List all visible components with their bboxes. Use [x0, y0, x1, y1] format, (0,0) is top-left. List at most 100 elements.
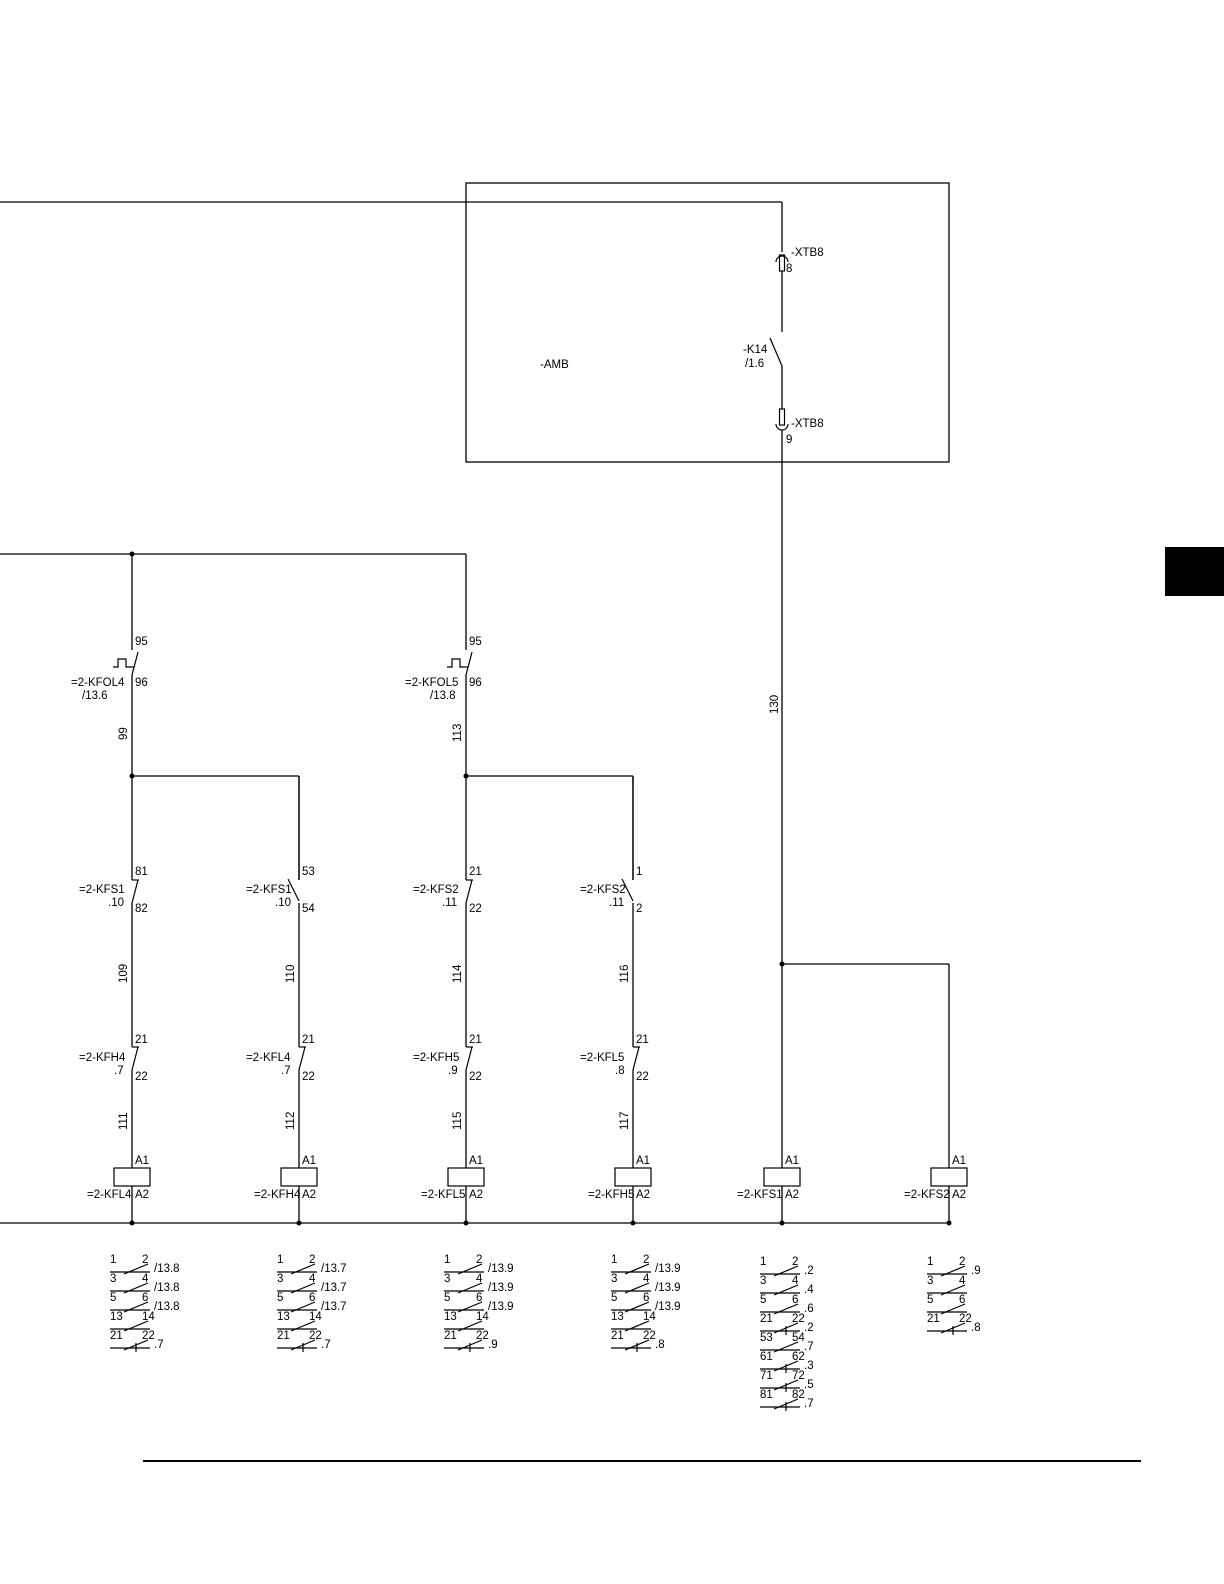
mid-contact-t2: 82 — [135, 903, 148, 915]
xref-blade — [123, 1263, 149, 1275]
xref-term-a: 5 — [444, 1292, 450, 1304]
coil-a1: A1 — [785, 1155, 799, 1167]
xref-term-a: 21 — [611, 1330, 624, 1342]
xref-ref: .7 — [804, 1341, 814, 1353]
coil-a1: A1 — [952, 1155, 966, 1167]
xref-blade — [457, 1263, 483, 1275]
coil-a1: A1 — [302, 1155, 316, 1167]
xref-ref: .6 — [804, 1303, 814, 1315]
k14-ref: /1.6 — [745, 358, 764, 370]
kfol5-contact — [465, 651, 473, 676]
coil-body — [930, 1167, 968, 1187]
xref-ref: .9 — [488, 1339, 498, 1351]
kfol5-thermal-symbol — [447, 658, 468, 668]
xref-blade — [773, 1303, 799, 1315]
coil-a2: A2 — [302, 1189, 316, 1201]
xref-term-a: 71 — [760, 1370, 773, 1382]
coil-body — [280, 1167, 318, 1187]
xref-term-b: 22 — [142, 1330, 155, 1342]
mid-contact-label: =2-KFS2 — [413, 884, 459, 896]
amb-panel: -AMB -XTB8 8 -K14 /1.6 -XTB8 9 — [0, 182, 950, 463]
xref-term-b: 2 — [792, 1256, 798, 1268]
xref-term-b: 14 — [309, 1311, 322, 1323]
low-contact-t2: 22 — [302, 1071, 315, 1083]
xref-term-b: 4 — [643, 1273, 650, 1285]
xref-term-b: 14 — [476, 1311, 489, 1323]
wire-113-label: 113 — [452, 724, 464, 742]
mid-contact-t1: 53 — [302, 866, 315, 878]
xref-term-b: 6 — [643, 1292, 649, 1304]
coil-a1: A1 — [469, 1155, 483, 1167]
kfol4-contact — [131, 651, 139, 676]
coil-a2: A2 — [636, 1189, 650, 1201]
low-contact-label: =2-KFL4 — [246, 1052, 291, 1064]
kfol4-t1: 95 — [135, 636, 148, 648]
xref-blade — [457, 1320, 483, 1332]
xref-term-b: 6 — [959, 1294, 965, 1306]
mid-contact-blade — [465, 879, 473, 904]
xtb8-top-label: -XTB8 — [791, 247, 824, 259]
xref-term-a: 13 — [110, 1311, 123, 1323]
xref-blade — [290, 1320, 316, 1332]
low-contact-t1: 21 — [636, 1034, 649, 1046]
low-contact-blade — [131, 1046, 139, 1071]
xref-ref: /13.8 — [154, 1301, 180, 1313]
low-contact-t1: 21 — [302, 1034, 315, 1046]
coil-body — [113, 1167, 151, 1187]
xref-term-b: 72 — [792, 1370, 805, 1382]
xref-ref: .8 — [655, 1339, 665, 1351]
coil-body — [763, 1167, 801, 1187]
xref-ref: .7 — [804, 1398, 814, 1410]
xref-ref: .9 — [971, 1265, 981, 1277]
xref-term-a: 53 — [760, 1332, 773, 1344]
xref-ref: /13.7 — [321, 1301, 347, 1313]
xref-term-b: 14 — [643, 1311, 656, 1323]
xref-blade — [457, 1301, 483, 1313]
wire-mid-label: 116 — [619, 965, 631, 983]
xref-term-b: 22 — [792, 1313, 805, 1325]
mid-contact-label: =2-KFS2 — [580, 884, 626, 896]
xref-blade — [624, 1282, 650, 1294]
xref-term-b: 22 — [959, 1313, 972, 1325]
xref-ref: .7 — [321, 1339, 331, 1351]
mid-contact-blade — [131, 879, 139, 904]
low-contact-blade — [298, 1046, 306, 1071]
kfol4-thermal-symbol — [113, 658, 134, 668]
kfol4-ref: /13.6 — [82, 690, 108, 702]
xref-term-a: 61 — [760, 1351, 773, 1363]
xref-ref: /13.9 — [488, 1301, 514, 1313]
low-contact-ref: .7 — [114, 1065, 124, 1077]
low-contact-label: =2-KFH5 — [413, 1052, 459, 1064]
wire-low-label: 111 — [118, 1113, 130, 1130]
mid-contact-label: =2-KFS1 — [246, 884, 292, 896]
xref-ref: /13.9 — [655, 1263, 681, 1275]
xref-term-a: 3 — [444, 1273, 450, 1285]
xref-term-a: 21 — [927, 1313, 940, 1325]
xref-term-b: 22 — [476, 1330, 489, 1342]
terminal-xtb8-9-body — [778, 408, 786, 426]
xref-ref: .2 — [804, 1322, 814, 1334]
xref-term-a: 5 — [277, 1292, 283, 1304]
kfol5-t2: 96 — [469, 677, 482, 689]
kfol5-label: =2-KFOL5 — [405, 677, 458, 689]
xref-ref: .5 — [804, 1379, 814, 1391]
xref-term-b: 2 — [643, 1254, 649, 1266]
xref-term-a: 3 — [760, 1275, 766, 1287]
xref-blade — [123, 1301, 149, 1313]
low-contact-label: =2-KFH4 — [79, 1052, 126, 1064]
coil-a2: A2 — [785, 1189, 799, 1201]
coil-body — [614, 1167, 652, 1187]
xref-term-a: 13 — [444, 1311, 457, 1323]
xref-term-b: 6 — [142, 1292, 148, 1304]
